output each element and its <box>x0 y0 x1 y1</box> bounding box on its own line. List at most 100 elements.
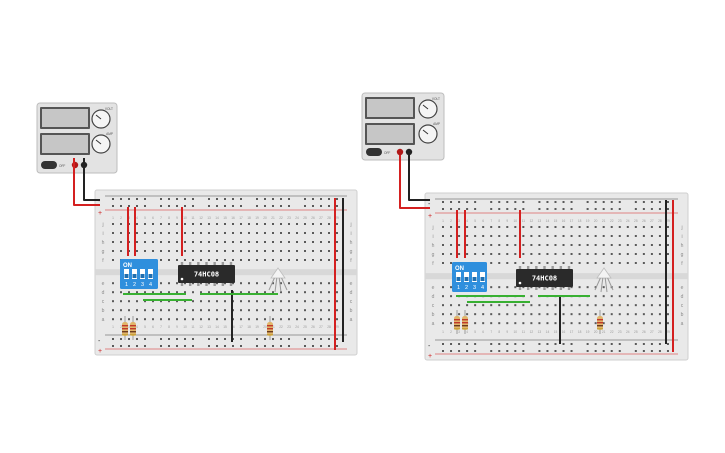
hole[interactable] <box>224 232 226 234</box>
hole[interactable] <box>208 232 210 234</box>
rail-hole[interactable] <box>618 201 621 203</box>
hole[interactable] <box>320 309 322 312</box>
hole[interactable] <box>240 309 242 312</box>
hole[interactable] <box>650 295 653 298</box>
hole[interactable] <box>264 309 266 312</box>
rail-hole[interactable] <box>160 345 162 347</box>
rail-hole[interactable] <box>184 345 186 347</box>
hole[interactable] <box>264 318 266 321</box>
hole[interactable] <box>442 226 444 228</box>
hole[interactable] <box>112 223 114 225</box>
hole[interactable] <box>562 253 565 255</box>
hole[interactable] <box>610 226 613 228</box>
hole[interactable] <box>224 259 226 261</box>
rail-hole[interactable] <box>490 343 493 345</box>
rail-hole[interactable] <box>442 343 444 345</box>
hole[interactable] <box>320 291 322 294</box>
hole[interactable] <box>192 282 194 285</box>
hole[interactable] <box>248 250 250 252</box>
rail-hole[interactable] <box>442 208 444 210</box>
hole[interactable] <box>144 250 146 252</box>
hole[interactable] <box>216 282 218 285</box>
hole[interactable] <box>650 253 653 255</box>
hole[interactable] <box>144 241 146 243</box>
hole[interactable] <box>578 286 581 289</box>
hole[interactable] <box>296 259 298 261</box>
rail-hole[interactable] <box>554 201 557 203</box>
hole[interactable] <box>248 282 250 285</box>
hole[interactable] <box>296 291 298 294</box>
rail-hole[interactable] <box>304 345 306 347</box>
hole[interactable] <box>144 300 146 303</box>
rail-hole[interactable] <box>264 198 266 200</box>
hole[interactable] <box>490 286 493 289</box>
rail-hole[interactable] <box>128 205 130 207</box>
black-wire[interactable] <box>83 158 100 201</box>
hole[interactable] <box>240 259 242 261</box>
hole[interactable] <box>184 282 186 285</box>
hole[interactable] <box>482 235 485 237</box>
rail-hole[interactable] <box>176 338 178 340</box>
hole[interactable] <box>610 304 613 307</box>
hole[interactable] <box>450 286 453 289</box>
hole[interactable] <box>320 223 322 225</box>
hole[interactable] <box>650 322 653 325</box>
hole[interactable] <box>482 313 485 316</box>
hole[interactable] <box>514 304 517 307</box>
positive-terminal[interactable] <box>396 148 404 156</box>
hole[interactable] <box>626 253 629 255</box>
hole[interactable] <box>200 223 202 225</box>
rail-hole[interactable] <box>256 338 258 340</box>
hole[interactable] <box>570 226 573 228</box>
hole[interactable] <box>594 313 597 316</box>
hole[interactable] <box>272 291 274 294</box>
rail-hole[interactable] <box>112 338 114 340</box>
hole[interactable] <box>666 304 669 307</box>
hole[interactable] <box>482 322 485 325</box>
hole[interactable] <box>586 226 589 228</box>
hole[interactable] <box>264 232 266 234</box>
hole[interactable] <box>570 286 573 289</box>
hole[interactable] <box>152 250 154 252</box>
hole[interactable] <box>112 232 114 234</box>
rail-hole[interactable] <box>184 198 186 200</box>
rail-hole[interactable] <box>288 345 290 347</box>
hole[interactable] <box>336 241 338 243</box>
rail-hole[interactable] <box>650 208 653 210</box>
hole[interactable] <box>562 304 565 307</box>
hole[interactable] <box>610 322 613 325</box>
hole[interactable] <box>602 226 605 228</box>
rail-hole[interactable] <box>272 345 274 347</box>
hole[interactable] <box>168 291 170 294</box>
hole[interactable] <box>578 253 581 255</box>
rail-hole[interactable] <box>642 343 645 345</box>
hole[interactable] <box>336 259 338 261</box>
hole[interactable] <box>530 262 533 264</box>
hole[interactable] <box>280 309 282 312</box>
hole[interactable] <box>208 318 210 321</box>
rail-hole[interactable] <box>458 350 461 352</box>
rail-hole[interactable] <box>610 201 613 203</box>
rail-hole[interactable] <box>328 345 330 347</box>
hole[interactable] <box>546 304 549 307</box>
hole[interactable] <box>304 318 306 321</box>
hole[interactable] <box>466 244 469 246</box>
hole[interactable] <box>450 313 453 316</box>
rail-hole[interactable] <box>634 208 637 210</box>
hole[interactable] <box>152 291 154 294</box>
hole[interactable] <box>442 286 444 289</box>
hole[interactable] <box>296 241 298 243</box>
rail-hole[interactable] <box>474 343 477 345</box>
hole[interactable] <box>458 313 461 316</box>
rail-hole[interactable] <box>498 343 501 345</box>
hole[interactable] <box>304 259 306 261</box>
rail-hole[interactable] <box>450 201 453 203</box>
hole[interactable] <box>658 322 661 325</box>
hole[interactable] <box>256 300 258 303</box>
hole[interactable] <box>184 309 186 312</box>
hole[interactable] <box>634 295 637 298</box>
hole[interactable] <box>168 241 170 243</box>
hole[interactable] <box>320 318 322 321</box>
hole[interactable] <box>610 244 613 246</box>
hole[interactable] <box>256 309 258 312</box>
